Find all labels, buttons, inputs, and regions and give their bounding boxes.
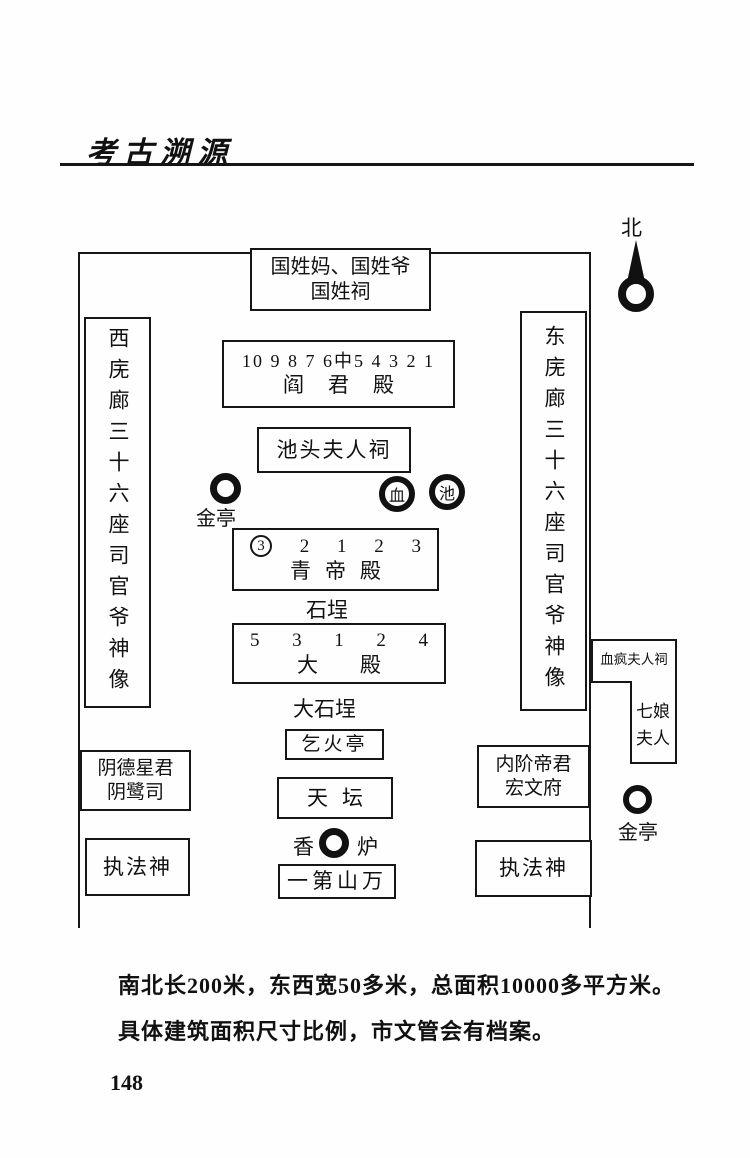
guoxing-shrine-box: 国姓妈、国姓爷 国姓祠 — [250, 248, 431, 311]
yinde-line1: 阴德星君 — [97, 757, 174, 779]
blood-pool-left-icon: 血 — [379, 476, 415, 512]
gold-pavilion-left-label: 金亭 — [196, 508, 236, 530]
xuefeng-shrine-label: 血疯夫人祠 — [600, 652, 668, 667]
qingdi-hall-box: 3 2 1 2 3 青帝殿 — [232, 528, 439, 591]
zhifa-left-box: 执法神 — [85, 838, 190, 896]
caption-line1: 南北长200米，东西宽50多米，总面积10000多平方米。 — [118, 973, 676, 998]
main-hall-num: 1 — [334, 629, 344, 651]
neijie-line1: 内阶帝君 — [495, 753, 572, 775]
annex-outline — [591, 639, 677, 764]
wanshan-plaque-label: 一第山万 — [287, 869, 387, 894]
incense-left-char: 香 — [293, 835, 314, 859]
qingdi-hall-name: 青帝殿 — [290, 559, 395, 584]
main-hall-numbers: 5 3 1 2 4 — [234, 629, 444, 653]
main-hall-box: 5 3 1 2 4 大殿 — [232, 623, 446, 684]
chitou-shrine-box: 池头夫人祠 — [257, 427, 411, 473]
qihuo-pavilion-label: 乞火亭 — [301, 733, 368, 755]
main-hall-num: 2 — [376, 629, 386, 651]
guoxing-line1: 国姓妈、国姓爷 — [270, 255, 411, 278]
incense-right-char: 炉 — [357, 835, 378, 859]
wanshan-plaque-box: 一第山万 — [278, 864, 396, 899]
stone-terrace-label: 石埕 — [306, 598, 348, 622]
guoxing-line2: 国姓祠 — [310, 280, 371, 303]
incense-burner-icon — [319, 828, 349, 858]
page-number: 148 — [110, 1070, 143, 1095]
east-corridor-box: 东庑廊三十六座司官爷神像 — [520, 311, 587, 711]
big-stone-terrace-label: 大石埕 — [293, 697, 356, 721]
yanjun-hall-box: 10 9 8 7 6中5 4 3 2 1 阎君殿 — [222, 340, 455, 408]
main-hall-num: 3 — [292, 629, 302, 651]
qiniang-shrine-label: 七娘 夫人 — [631, 698, 675, 752]
west-corridor-label: 西庑廊三十六座司官爷神像 — [106, 326, 130, 699]
pool-char: 池 — [438, 486, 455, 503]
main-hall-num: 4 — [418, 629, 429, 651]
qihuo-pavilion-box: 乞火亭 — [285, 729, 384, 760]
zhifa-left-label: 执法神 — [103, 854, 172, 879]
neijie-line2: 宏文府 — [504, 777, 562, 799]
qingdi-num: 1 — [337, 535, 347, 557]
north-arrow-icon — [618, 240, 654, 312]
tiantan-altar-label: 天坛 — [307, 785, 377, 810]
gold-pavilion-right-icon — [623, 785, 652, 814]
yanjun-hall-name: 阎君殿 — [283, 373, 418, 398]
qingdi-num: 2 — [299, 535, 310, 557]
blood-char: 血 — [388, 488, 405, 505]
header-rule — [60, 163, 694, 166]
north-label: 北 — [621, 216, 642, 240]
yanjun-hall-numbers: 10 9 8 7 6中5 4 3 2 1 — [242, 350, 435, 371]
main-hall-name: 大殿 — [297, 653, 423, 678]
caption-line2: 具体建筑面积尺寸比例，市文管会有档案。 — [118, 1019, 556, 1044]
main-hall-num: 5 — [250, 629, 260, 651]
circled-number-3: 3 — [250, 535, 272, 558]
zhifa-right-box: 执法神 — [475, 840, 592, 897]
yinde-box: 阴德星君 阴鹭司 — [80, 750, 191, 811]
yinde-line2: 阴鹭司 — [106, 781, 164, 803]
zhifa-right-label: 执法神 — [499, 856, 568, 881]
gold-pavilion-left-icon — [210, 473, 241, 504]
east-corridor-label: 东庑廊三十六座司官爷神像 — [542, 325, 566, 697]
west-corridor-box: 西庑廊三十六座司官爷神像 — [84, 317, 151, 708]
tiantan-altar-box: 天坛 — [277, 777, 393, 819]
blood-pool-right-icon: 池 — [429, 474, 465, 510]
qingdi-hall-numbers: 3 2 1 2 3 — [234, 535, 437, 559]
qiniang-line1: 七娘 — [636, 702, 670, 721]
qiniang-line2: 夫人 — [636, 729, 670, 749]
gold-pavilion-right-label: 金亭 — [618, 822, 658, 844]
qingdi-num: 2 — [374, 535, 384, 557]
chitou-shrine-label: 池头夫人祠 — [276, 437, 392, 462]
neijie-box: 内阶帝君 宏文府 — [477, 745, 590, 808]
qingdi-num: 3 — [411, 535, 422, 557]
